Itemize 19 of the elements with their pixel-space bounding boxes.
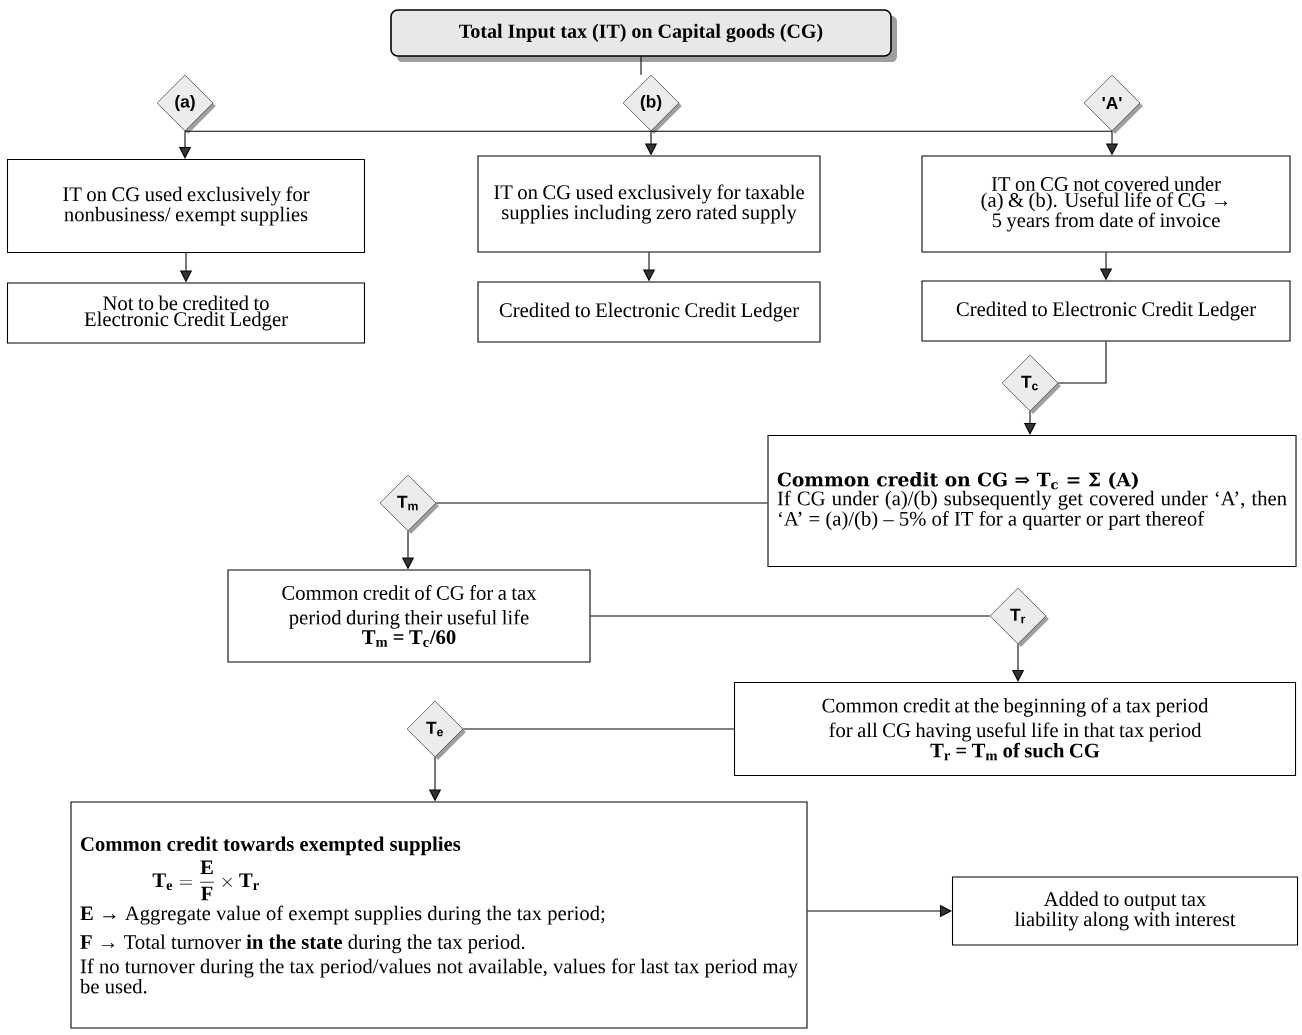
process-box: IT on CG not covered under (a) & (b). Useful life of CG → 5 years from date of invoice	[921, 155, 1291, 253]
connector-line	[650, 130, 1113, 132]
process-box: Not to be credited to Electronic Credit Ledger	[6, 282, 366, 344]
process-box: IT on CG used exclusively for taxable supplies including zero rated supply	[477, 155, 821, 253]
connector-line	[462, 728, 735, 730]
process-box: IT on CG used exclusively for nonbusiness/ exempt supplies	[6, 158, 366, 254]
process-box: Credited to Electronic Credit Ledger	[477, 281, 821, 343]
process-box: Credited to Electronic Credit Ledger	[921, 280, 1291, 342]
connector-line	[435, 502, 768, 504]
title-box: Total Input tax (IT) on Capital goods (CG)	[390, 9, 897, 62]
connector-line	[184, 130, 652, 132]
process-box: Common credit on CG ⇒ T$_{c}$ = Σ (A) If CG under (a)/(b) subsequently get covered under ‘A’, then ‘A’ = (a)/(b) – 5% of IT for a quarter or part thereof	[767, 434, 1297, 568]
process-box: Common credit towards exempted supplies $\mathbf{T_e} = \dfrac{\mathbf{E}}{\mathbf{F}} \times \mathbf{T_r}$ E → Aggregate value of exempt supplies during the tax period; F → Total turnover in the state during the tax period. If no turnover during the tax period/values not available, values for last tax period may be used.	[70, 801, 808, 1029]
process-box: Added to output tax liability along with interest	[951, 876, 1299, 946]
connector-line	[1057, 341, 1107, 384]
connector-line	[640, 56, 642, 76]
connector-line	[590, 615, 991, 617]
process-box: Common credit at the beginning of a tax period for all CG having useful life in that tax period T$_{r}$ = T$_{m}$ of such CG	[733, 681, 1297, 777]
process-box: Common credit of CG for a tax period during their useful life T$_{m}$ = T$_{c}$/60	[227, 569, 591, 663]
